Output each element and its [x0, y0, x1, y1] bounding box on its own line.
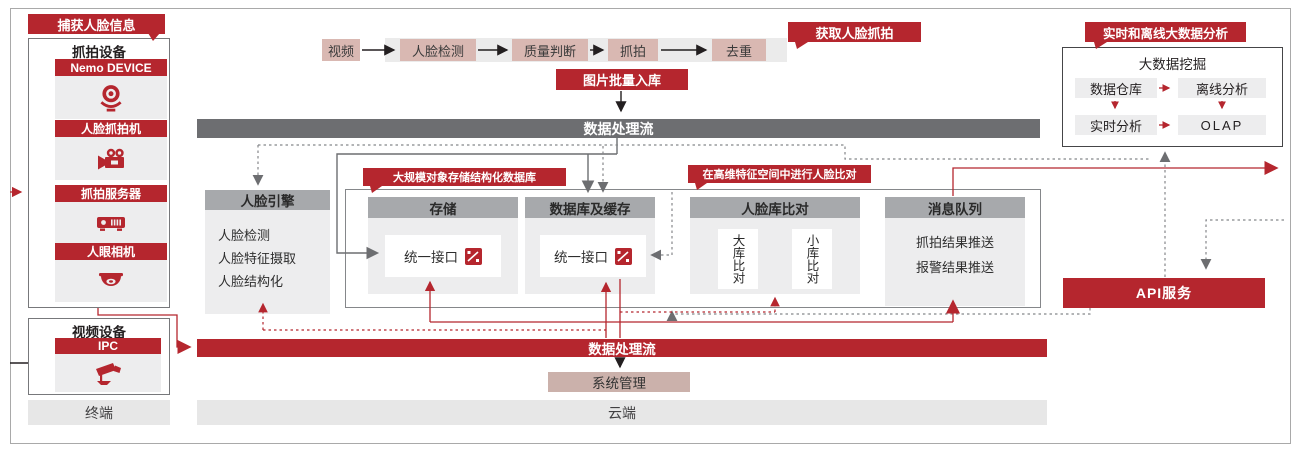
compare-header: 人脸库比对	[690, 197, 860, 218]
cell-realtime-analysis: 实时分析	[1075, 115, 1157, 135]
storage-header: 存储	[368, 197, 518, 218]
unified-interface-label: 统一接口	[404, 250, 458, 265]
cell-offline-analysis: 离线分析	[1178, 78, 1266, 98]
queue-module: 消息队列 抓拍结果推送 报警结果推送	[885, 197, 1025, 306]
badge-bigdata-analysis: 实时和离线大数据分析	[1085, 22, 1246, 42]
route-icon	[615, 247, 632, 265]
face-engine-item: 人脸特征摄取	[218, 251, 297, 266]
pipeline-step-dedup: 去重	[712, 39, 766, 61]
device-tile-capture-server: 抓拍服务器	[55, 185, 167, 243]
pipeline-step-face-detect: 人脸检测	[400, 39, 476, 61]
cctv-icon	[96, 363, 121, 385]
badge-storage-note: 大规模对象存储结构化数据库	[363, 168, 566, 186]
face-engine-item: 人脸检测	[218, 228, 271, 243]
cell-olap: OLAP	[1178, 115, 1266, 135]
unified-interface-label: 统一接口	[554, 250, 608, 265]
face-engine-item: 人脸结构化	[218, 274, 284, 289]
video-device-panel: 视频设备 IPC	[28, 318, 170, 395]
terminal-zone-bar: 终端	[28, 400, 170, 425]
face-engine-box: 人脸引擎 人脸检测 人脸特征摄取 人脸结构化	[205, 190, 330, 314]
device-label-bar: Nemo DEVICE	[55, 59, 167, 76]
queue-item: 抓拍结果推送	[915, 235, 994, 250]
pipeline-step-video: 视频	[322, 39, 360, 61]
ipc-label-bar: IPC	[55, 338, 161, 354]
outer-frame	[10, 8, 1291, 444]
pipeline-step-capture: 抓拍	[608, 39, 658, 61]
device-label-bar: 抓拍服务器	[55, 185, 167, 202]
route-icon	[465, 247, 482, 265]
capture-device-panel: 抓拍设备 Nemo DEVICE 人脸抓拍机	[28, 38, 170, 308]
device-tile-face-capture: 人脸抓拍机	[55, 120, 167, 180]
dome-camera-icon	[99, 273, 123, 286]
badge-compare-note: 在高维特征空间中进行人脸比对	[688, 165, 871, 183]
camcorder-icon	[98, 148, 124, 169]
cloud-zone-bar: 云端	[197, 400, 1047, 425]
badge-get-face-capture: 获取人脸抓拍	[788, 22, 921, 42]
big-lib-tile: 大库比对	[718, 229, 758, 289]
device-label-bar: 人脸抓拍机	[55, 120, 167, 137]
dataflow-bottom-bar: 数据处理流	[197, 339, 1047, 357]
device-tile-nemo: Nemo DEVICE	[55, 59, 167, 119]
database-header: 数据库及缓存	[525, 197, 655, 218]
unified-interface-box: 统一接口	[385, 235, 501, 277]
queue-item: 报警结果推送	[915, 260, 994, 275]
device-tile-human-eye-camera: 人眼相机	[55, 243, 167, 302]
bigdata-title: 大数据挖掘	[1138, 57, 1207, 72]
compare-module: 人脸库比对	[690, 197, 860, 294]
badge-system-management: 系统管理	[548, 372, 690, 392]
server-icon	[97, 216, 125, 231]
webcam-icon	[100, 84, 122, 111]
dataflow-top-bar: 数据处理流	[197, 119, 1040, 138]
unified-interface-box-2: 统一接口	[540, 235, 646, 277]
device-label-bar: 人眼相机	[55, 243, 167, 260]
small-lib-tile: 小库比对	[792, 229, 832, 289]
pipeline-step-quality-judge: 质量判断	[512, 39, 588, 61]
badge-batch-import: 图片批量入库	[556, 69, 688, 90]
queue-header: 消息队列	[885, 197, 1025, 218]
cell-data-warehouse: 数据仓库	[1075, 78, 1157, 98]
face-engine-header: 人脸引擎	[205, 190, 330, 210]
badge-capture-face-info: 捕获人脸信息	[28, 14, 165, 34]
device-tile-ipc: IPC	[55, 338, 161, 392]
capture-device-header: 抓拍设备	[72, 45, 126, 60]
api-service-bar: API服务	[1063, 278, 1265, 308]
